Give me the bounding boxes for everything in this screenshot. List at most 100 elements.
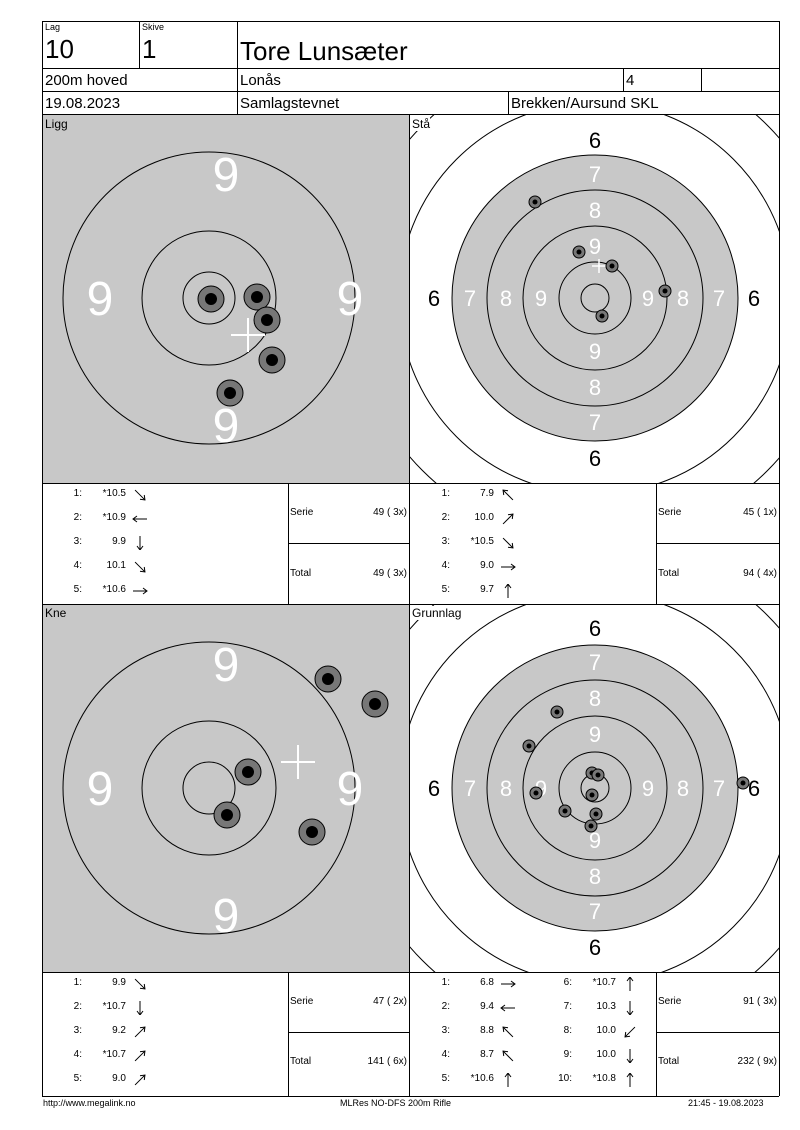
direction-arrow-icon bbox=[133, 587, 148, 595]
shot-hole bbox=[234, 758, 262, 786]
shot-score: *10.7 bbox=[592, 977, 616, 988]
shot-number: 3: bbox=[73, 536, 82, 547]
shot-score: 9.0 bbox=[480, 560, 494, 571]
ring-7-top: 7 bbox=[589, 650, 601, 675]
ring-8-left: 8 bbox=[500, 286, 512, 311]
shot-number: 4: bbox=[73, 560, 82, 571]
shot-number: 3: bbox=[441, 536, 450, 547]
direction-arrow-icon bbox=[134, 978, 146, 990]
direction-arrow-icon bbox=[504, 1073, 512, 1087]
shot-hole bbox=[558, 804, 572, 818]
shot-hole bbox=[529, 786, 543, 800]
direction-arrow-icon bbox=[501, 980, 516, 988]
ring-6-top: 6 bbox=[589, 128, 601, 153]
ring-8-right: 8 bbox=[677, 286, 689, 311]
footer-url[interactable]: http://www.megalink.no bbox=[43, 1098, 136, 1108]
shot-hole bbox=[314, 665, 342, 693]
shot-number: 2: bbox=[73, 512, 82, 523]
shot-score: 8.8 bbox=[480, 1025, 494, 1036]
shot-number: 4: bbox=[73, 1049, 82, 1060]
direction-arrow-icon bbox=[624, 1026, 636, 1038]
shot-score: 10.0 bbox=[596, 1025, 616, 1036]
event-name: Samlagstevnet bbox=[240, 95, 340, 112]
ring-9-right: 9 bbox=[642, 776, 654, 801]
direction-arrow-icon bbox=[502, 1050, 514, 1062]
serie-value-kne: 47 ( 2x) bbox=[373, 996, 407, 1007]
ring-8-bottom: 8 bbox=[589, 375, 601, 400]
direction-arrow-icon bbox=[626, 1073, 634, 1087]
ring-7-left: 7 bbox=[464, 286, 476, 311]
total-label-ligg: Total bbox=[290, 568, 312, 579]
shot-number: 4: bbox=[441, 560, 450, 571]
class-number: 4 bbox=[626, 72, 635, 89]
shot-hole bbox=[522, 739, 536, 753]
center-cross bbox=[281, 745, 315, 779]
shot-row: 1:*10.5 bbox=[60, 488, 180, 502]
shot-row: 4: 9.0 bbox=[428, 560, 548, 574]
shot-score: 9.7 bbox=[480, 584, 494, 595]
ring-8-left: 8 bbox=[500, 776, 512, 801]
ring-label-right: 9 bbox=[337, 763, 364, 816]
serie-value-sta: 45 ( 1x) bbox=[743, 507, 777, 518]
shooter-class: 200m hoved bbox=[45, 72, 128, 89]
footer-program: MLRes NO-DFS 200m Rifle bbox=[340, 1098, 452, 1108]
shot-number: 1: bbox=[73, 488, 82, 499]
total-label-kne: Total bbox=[290, 1056, 312, 1067]
shot-hole bbox=[258, 346, 286, 374]
ring-label-bottom: 9 bbox=[213, 400, 240, 453]
direction-arrow-icon bbox=[502, 537, 514, 549]
shot-hole bbox=[736, 776, 750, 790]
shot-hole bbox=[213, 801, 241, 829]
serie-value-grunnlag: 91 ( 3x) bbox=[743, 996, 777, 1007]
shot-number: 3: bbox=[441, 1025, 450, 1036]
shot-score: *10.9 bbox=[102, 512, 126, 523]
shot-number: 5: bbox=[73, 584, 82, 595]
total-value-sta: 94 ( 4x) bbox=[743, 568, 777, 579]
direction-arrow-icon bbox=[134, 561, 146, 573]
shot-row: 1:6.8 bbox=[428, 977, 548, 991]
shot-row: 3:9.2 bbox=[60, 1025, 180, 1039]
shot-number: 1: bbox=[441, 488, 450, 499]
shot-score: 8.7 bbox=[480, 1049, 494, 1060]
shot-number: 8: bbox=[563, 1025, 572, 1036]
shot-row: 5:*10.6 bbox=[428, 1073, 548, 1087]
ring-6-top: 6 bbox=[589, 616, 601, 641]
ring-9-top: 9 bbox=[589, 234, 601, 259]
shot-row: 1:7.9 bbox=[428, 488, 548, 502]
target-label-sta: Stå bbox=[412, 117, 431, 131]
shot-score: *10.7 bbox=[102, 1049, 126, 1060]
ring-6-right: 6 bbox=[748, 776, 760, 801]
ring-6-left: 6 bbox=[428, 776, 440, 801]
ring-label-right: 9 bbox=[337, 273, 364, 326]
direction-arrow-icon bbox=[134, 1050, 146, 1062]
shot-hole bbox=[572, 245, 586, 259]
ring-7-left: 7 bbox=[464, 776, 476, 801]
ring-7-right: 7 bbox=[713, 286, 725, 311]
direction-arrow-icon bbox=[626, 1049, 634, 1063]
ring-8-bottom: 8 bbox=[589, 864, 601, 889]
ring-label-top: 9 bbox=[213, 639, 240, 692]
shot-number: 7: bbox=[563, 1001, 572, 1012]
shot-hole bbox=[589, 807, 603, 821]
lag-label: Lag bbox=[45, 22, 61, 32]
shot-hole bbox=[361, 690, 389, 718]
direction-arrow-icon bbox=[626, 977, 634, 991]
shot-number: 5: bbox=[441, 1073, 450, 1084]
shot-score: 9.4 bbox=[480, 1001, 494, 1012]
serie-label-kne: Serie bbox=[290, 996, 314, 1007]
ring-9-top: 9 bbox=[589, 722, 601, 747]
ring-7-bottom: 7 bbox=[589, 410, 601, 435]
shot-row: 3: 8.8 bbox=[428, 1025, 548, 1039]
center-cross bbox=[231, 318, 265, 352]
shot-hole bbox=[585, 788, 599, 802]
direction-arrow-icon bbox=[502, 1026, 514, 1038]
shot-number: 1: bbox=[441, 977, 450, 988]
shot-row: 3:*10.5 bbox=[428, 536, 548, 550]
total-value-grunnlag: 232 ( 9x) bbox=[737, 1056, 777, 1067]
shot-score: *10.8 bbox=[592, 1073, 616, 1084]
ring-9-bottom: 9 bbox=[589, 339, 601, 364]
shot-row: 6:*10.7 bbox=[550, 977, 670, 991]
serie-label-ligg: Serie bbox=[290, 507, 314, 518]
shot-number: 4: bbox=[441, 1049, 450, 1060]
direction-arrow-icon bbox=[134, 1074, 146, 1086]
